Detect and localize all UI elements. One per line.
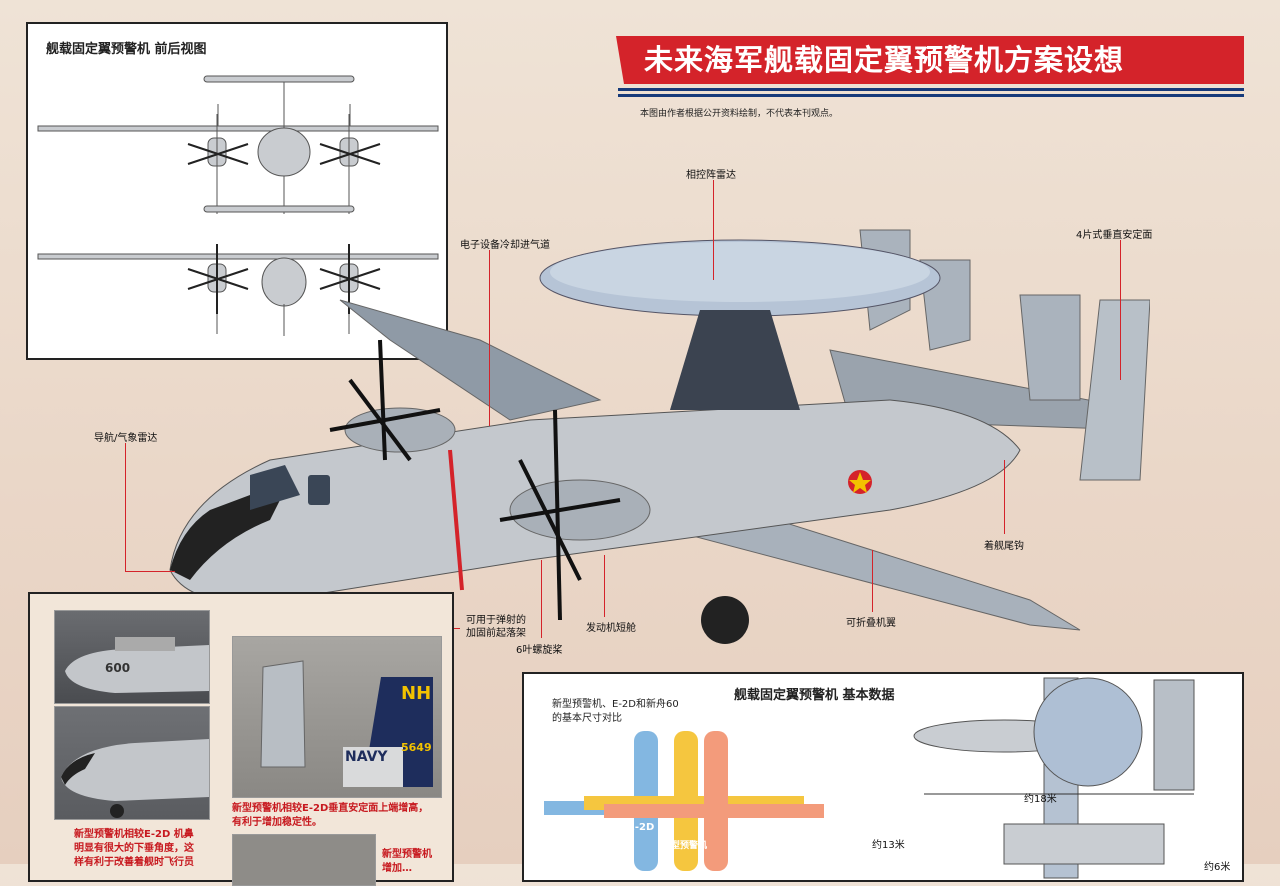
callout-landing-gear: 可用于弹射的 加固前起落架 (466, 615, 526, 639)
callout-propeller: 6叶螺旋桨 (516, 645, 563, 656)
front-rear-views-panel: 舰载固定翼预警机 前后视图 (26, 22, 448, 360)
leader-line (541, 560, 542, 638)
label-e2d: E-2D (628, 822, 655, 833)
tail-code: NH (401, 683, 432, 704)
label-new-aew: 新型预警机 (662, 841, 708, 851)
callout-tailhook: 着舰尾钩 (984, 541, 1024, 552)
callout-folding-wing: 可折叠机翼 (846, 618, 896, 629)
leader-line (489, 250, 490, 426)
nose-number: 600 (105, 661, 131, 675)
dim-span: 约18米 (1024, 794, 1057, 805)
leader-line (125, 443, 126, 571)
top-view-drawing (913, 677, 1195, 879)
callout-nacelle: 发动机短舱 (586, 623, 636, 634)
caption-tail: 新型预警机相较E-2D垂直安定面上端增高， 有利于增加稳定性。 (232, 803, 429, 828)
navy-text: NAVY (345, 749, 388, 765)
e2d-nose-drawing (65, 637, 209, 693)
callout-radar: 相控阵雷达 (686, 170, 736, 181)
data-panel-subtitle: 新型预警机、E-2D和新舟60 的基本尺寸对比 (552, 699, 679, 724)
leader-line (1120, 240, 1121, 380)
caption-bottom: 新型预警机 增加… (382, 849, 432, 874)
title-underline (618, 88, 1244, 91)
data-panel-title: 舰载固定翼预警机 基本数据 (734, 688, 895, 703)
bottom-photo (232, 834, 376, 886)
tail-photo: NH 5649 NAVY (232, 636, 442, 798)
leader-line (604, 555, 605, 617)
dim-length: 约13米 (872, 840, 905, 851)
tail-comparison-drawing (260, 660, 433, 787)
page-title: 未来海军舰载固定翼预警机方案设想 (616, 36, 1244, 84)
callout-tails: 4片式垂直安定面 (1076, 230, 1153, 241)
basic-data-panel: 舰载固定翼预警机 基本数据 新型预警机、E-2D和新舟60 的基本尺寸对比 E-… (522, 672, 1244, 882)
size-comparison-drawing (544, 731, 824, 871)
nose-photo-bottom (54, 706, 210, 820)
views-panel-title: 舰载固定翼预警机 前后视图 (46, 42, 207, 57)
disclaimer-note: 本图由作者根据公开资料绘制，不代表本刊观点。 (640, 109, 839, 119)
leader-line (713, 180, 714, 280)
leader-line (1004, 460, 1005, 534)
callout-nav-radar: 导航/气象雷达 (94, 433, 158, 444)
tail-number: 5649 (401, 741, 432, 754)
leader-line (872, 550, 873, 612)
front-view-drawing (37, 75, 439, 336)
title-underline (618, 94, 1244, 97)
comparison-panel: 600 NH 5649 NAVY 新型预警机相较E-2D垂直安定面上端增高， 有… (28, 592, 454, 886)
new-aew-nose-drawing (61, 739, 209, 818)
callout-intake: 电子设备冷却进气道 (460, 240, 550, 251)
dim-height: 约6米 (1204, 862, 1231, 873)
nose-photo-top: 600 (54, 610, 210, 704)
aircraft-illustration (169, 229, 1150, 648)
caption-nose: 新型预警机相较E-2D 机鼻 明显有很大的下垂角度，这 样有利于改善着舰时飞行员 (74, 829, 194, 868)
leader-line (125, 571, 175, 572)
